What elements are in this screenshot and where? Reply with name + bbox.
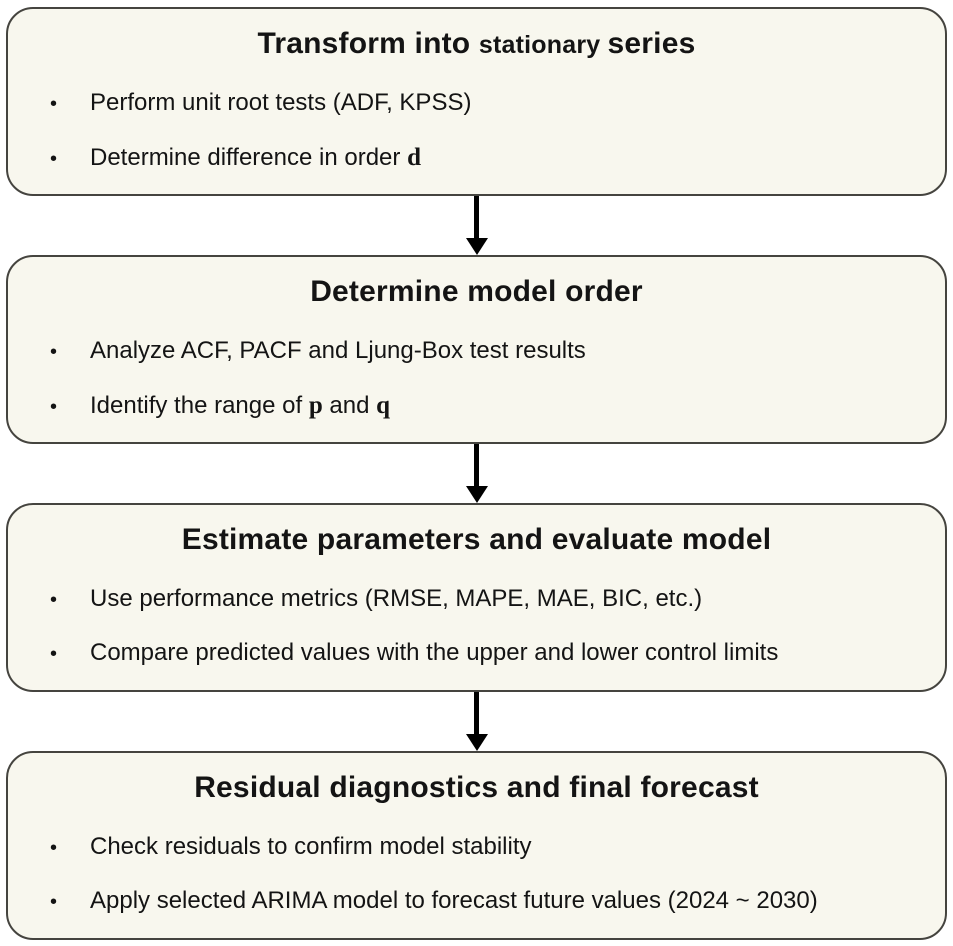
bullet-marker: • (50, 891, 58, 914)
bullet-text: Check residuals to confirm model stabili… (90, 832, 532, 860)
math-variable: p (308, 392, 323, 420)
step-title: Transform into stationary series (8, 27, 945, 62)
title-segment: Transform into (257, 27, 479, 60)
bullet-marker: • (50, 836, 58, 859)
bullet-item: • Determine difference in order d (50, 143, 915, 173)
down-arrow-icon (6, 196, 947, 255)
step-box: Estimate parameters and evaluate model •… (6, 503, 947, 692)
bullet-text: Analyze ACF, PACF and Ljung-Box test res… (90, 336, 586, 364)
step-title: Determine model order (8, 275, 945, 310)
bullet-text: Apply selected ARIMA model to forecast f… (90, 887, 818, 915)
bullet-item: • Analyze ACF, PACF and Ljung-Box test re… (50, 337, 915, 366)
down-arrow-icon (6, 444, 947, 503)
bullet-marker: • (50, 148, 58, 171)
step-box: Transform into stationary series • Perfor… (6, 7, 947, 196)
bullet-marker: • (50, 588, 58, 611)
bullet-marker: • (50, 340, 58, 363)
bullet-text: Determine difference in order d (90, 144, 421, 172)
bullet-marker: • (50, 92, 58, 115)
down-arrow-icon (6, 692, 947, 751)
step-bullet-list: • Check residuals to confirm model stabil… (8, 833, 945, 917)
math-variable: q (376, 392, 391, 420)
title-segment: stationary (478, 31, 608, 59)
arrow-head (465, 238, 488, 255)
title-segment: Estimate parameters and evaluate model (181, 523, 772, 556)
arrow-head (465, 734, 488, 751)
title-segment: series (607, 27, 696, 60)
bullet-text: Compare predicted values with the upper … (90, 639, 779, 667)
bullet-item: • Apply selected ARIMA model to forecast … (50, 887, 915, 916)
step-title: Estimate parameters and evaluate model (8, 523, 945, 558)
step-title: Residual diagnostics and final forecast (8, 771, 945, 806)
bullet-item: • Identify the range of p and q (50, 391, 915, 421)
bullet-item: • Check residuals to confirm model stabil… (50, 833, 915, 862)
step-box: Residual diagnostics and final forecast … (6, 751, 947, 940)
bullet-text: Identify the range of p and q (90, 392, 391, 420)
step-bullet-list: • Perform unit root tests (ADF, KPSS) • Det… (8, 89, 945, 174)
step-bullet-list: • Analyze ACF, PACF and Ljung-Box test re… (8, 337, 945, 422)
arrow-shaft (474, 444, 479, 487)
bullet-text: Use performance metrics (RMSE, MAPE, MAE… (90, 584, 703, 612)
math-variable: d (407, 144, 421, 172)
bullet-item: • Use performance metrics (RMSE, MAPE, MA… (50, 585, 915, 614)
bullet-item: • Compare predicted values with the upper… (50, 639, 915, 668)
bullet-item: • Perform unit root tests (ADF, KPSS) (50, 89, 915, 118)
flowchart-column: Transform into stationary series • Perfor… (6, 7, 947, 940)
step-bullet-list: • Use performance metrics (RMSE, MAPE, MA… (8, 585, 945, 669)
step-box: Determine model order • Analyze ACF, PACF… (6, 255, 947, 444)
arrow-shaft (474, 692, 479, 735)
arrow-shaft (474, 196, 479, 239)
arrow-head (465, 486, 488, 503)
bullet-marker: • (50, 396, 58, 419)
title-segment: Determine model order (310, 275, 643, 308)
bullet-marker: • (50, 643, 58, 666)
bullet-text: Perform unit root tests (ADF, KPSS) (90, 88, 472, 116)
title-segment: Residual diagnostics and final forecast (194, 771, 759, 804)
